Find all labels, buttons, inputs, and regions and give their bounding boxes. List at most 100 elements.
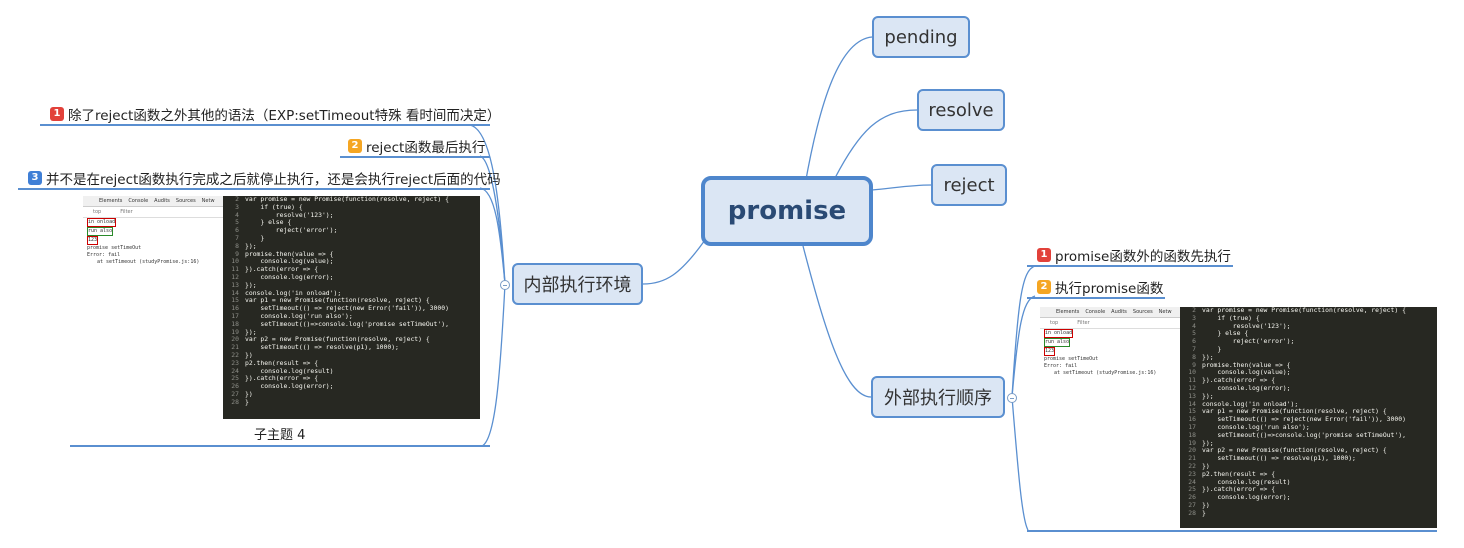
- inner-leaf-1-text: 除了reject函数之外其他的语法（EXP:setTimeout特殊 看时间而决…: [68, 108, 501, 124]
- collapse-toggle-outer[interactable]: [1007, 393, 1017, 403]
- code-line: 7 }: [235, 233, 265, 242]
- code-line: 26 console.log(error);: [231, 382, 334, 391]
- collapse-toggle-inner[interactable]: [500, 280, 510, 290]
- code-line: 21 setTimeout(() => resolve(p1), 1000);: [1188, 454, 1356, 463]
- code-line: 12 console.log(error);: [231, 272, 334, 281]
- code-line: 13});: [1188, 391, 1214, 400]
- code-line: 17 console.log('run also');: [231, 311, 353, 320]
- priority-2-icon: 2: [1037, 280, 1051, 294]
- link-inner: [642, 239, 706, 285]
- priority-1-icon: 1: [1037, 248, 1051, 262]
- code-line: 13});: [231, 280, 257, 289]
- code-line: 24 console.log(result): [1188, 477, 1291, 486]
- code-line: 25}).catch(error => {: [1188, 485, 1276, 494]
- code-line: 5 } else {: [235, 218, 292, 227]
- inner-leaf-2-text: reject函数最后执行: [366, 140, 486, 156]
- inner-leaf-1-underline: [40, 124, 490, 126]
- code-line: 17 console.log('run also');: [1188, 422, 1310, 431]
- code-line: 7 }: [1192, 344, 1222, 353]
- branch-pending[interactable]: pending: [872, 16, 970, 58]
- priority-3-icon: 3: [28, 171, 42, 185]
- code-line: 25}).catch(error => {: [231, 374, 319, 383]
- link-outer-leaf-1: [1011, 265, 1036, 398]
- branch-resolve[interactable]: resolve: [917, 89, 1005, 131]
- inner-leaf-3[interactable]: 3 并不是在reject函数执行完成之后就停止执行，还是会执行reject后面的…: [28, 168, 501, 188]
- inner-leaf-2[interactable]: 2 reject函数最后执行: [348, 136, 485, 156]
- code-line: 11}).catch(error => {: [231, 265, 319, 274]
- console-filter: top Filter: [83, 207, 223, 218]
- code-line: 18 setTimeout(()=>console.log('promise s…: [1188, 430, 1406, 439]
- branch-reject[interactable]: reject: [931, 164, 1007, 206]
- code-line: 3 if (true) {: [1192, 313, 1260, 322]
- outer-leaf-2-underline: [1027, 297, 1165, 299]
- branch-outer-order[interactable]: 外部执行顺序: [871, 376, 1005, 418]
- code-line: 10 console.log(value);: [1188, 368, 1291, 377]
- outer-leaf-1-underline: [1027, 265, 1233, 267]
- code-line: 5 } else {: [1192, 329, 1249, 338]
- outer-leaf-1-text: promise函数外的函数先执行: [1055, 249, 1231, 265]
- code-line: 27}): [1188, 500, 1210, 509]
- inner-leaf-3-underline: [18, 188, 490, 190]
- priority-2-icon: 2: [348, 139, 362, 153]
- priority-1-icon: 1: [50, 107, 64, 121]
- code-line: 8});: [1192, 352, 1214, 361]
- outer-leaf-2-text: 执行promise函数: [1055, 281, 1164, 297]
- code-line: 3 if (true) {: [235, 202, 303, 211]
- inner-leaf-1[interactable]: 1 除了reject函数之外其他的语法（EXP:setTimeout特殊 看时间…: [50, 104, 500, 124]
- code-line: 28}: [231, 397, 249, 406]
- code-line: 16 setTimeout(() => reject(new Error('fa…: [1188, 415, 1406, 424]
- console-filter: top Filter: [1040, 318, 1180, 329]
- central-topic[interactable]: promise: [701, 176, 873, 246]
- code-line: 22}): [1188, 461, 1210, 470]
- link-inner-leaf-3: [479, 187, 506, 285]
- outer-leaf-1[interactable]: 1 promise函数外的函数先执行: [1037, 245, 1231, 265]
- link-outer-image: [1011, 396, 1029, 531]
- code-line: 11}).catch(error => {: [1188, 376, 1276, 385]
- code-line: 4 resolve('123');: [235, 210, 334, 219]
- link-resolve: [834, 109, 918, 179]
- outer-image-underline: [1027, 530, 1437, 532]
- code-line: 6 reject('error');: [1192, 337, 1295, 346]
- inner-leaf-3-text: 并不是在reject函数执行完成之后就停止执行，还是会执行reject后面的代码: [46, 172, 501, 188]
- inner-leaf-2-underline: [340, 156, 490, 158]
- code-line: 4 resolve('123');: [1192, 321, 1291, 330]
- link-inner-image: [481, 283, 506, 447]
- code-line: 18 setTimeout(()=>console.log('promise s…: [231, 319, 449, 328]
- code-line: 22}): [231, 350, 253, 359]
- code-line: 28}: [1188, 508, 1206, 517]
- code-line: 27}): [231, 389, 253, 398]
- code-line: 8});: [235, 241, 257, 250]
- outer-leaf-2[interactable]: 2 执行promise函数: [1037, 277, 1163, 297]
- code-line: 21 setTimeout(() => resolve(p1), 1000);: [231, 343, 399, 352]
- code-line: 26 console.log(error);: [1188, 493, 1291, 502]
- code-line: 19});: [231, 327, 257, 336]
- link-outer: [802, 245, 872, 398]
- link-reject: [871, 184, 932, 191]
- code-line: 19});: [1188, 438, 1214, 447]
- inner-image-caption: 子主题 4: [254, 428, 306, 443]
- branch-inner-environment[interactable]: 内部执行环境: [512, 263, 643, 305]
- code-line: 12 console.log(error);: [1188, 383, 1291, 392]
